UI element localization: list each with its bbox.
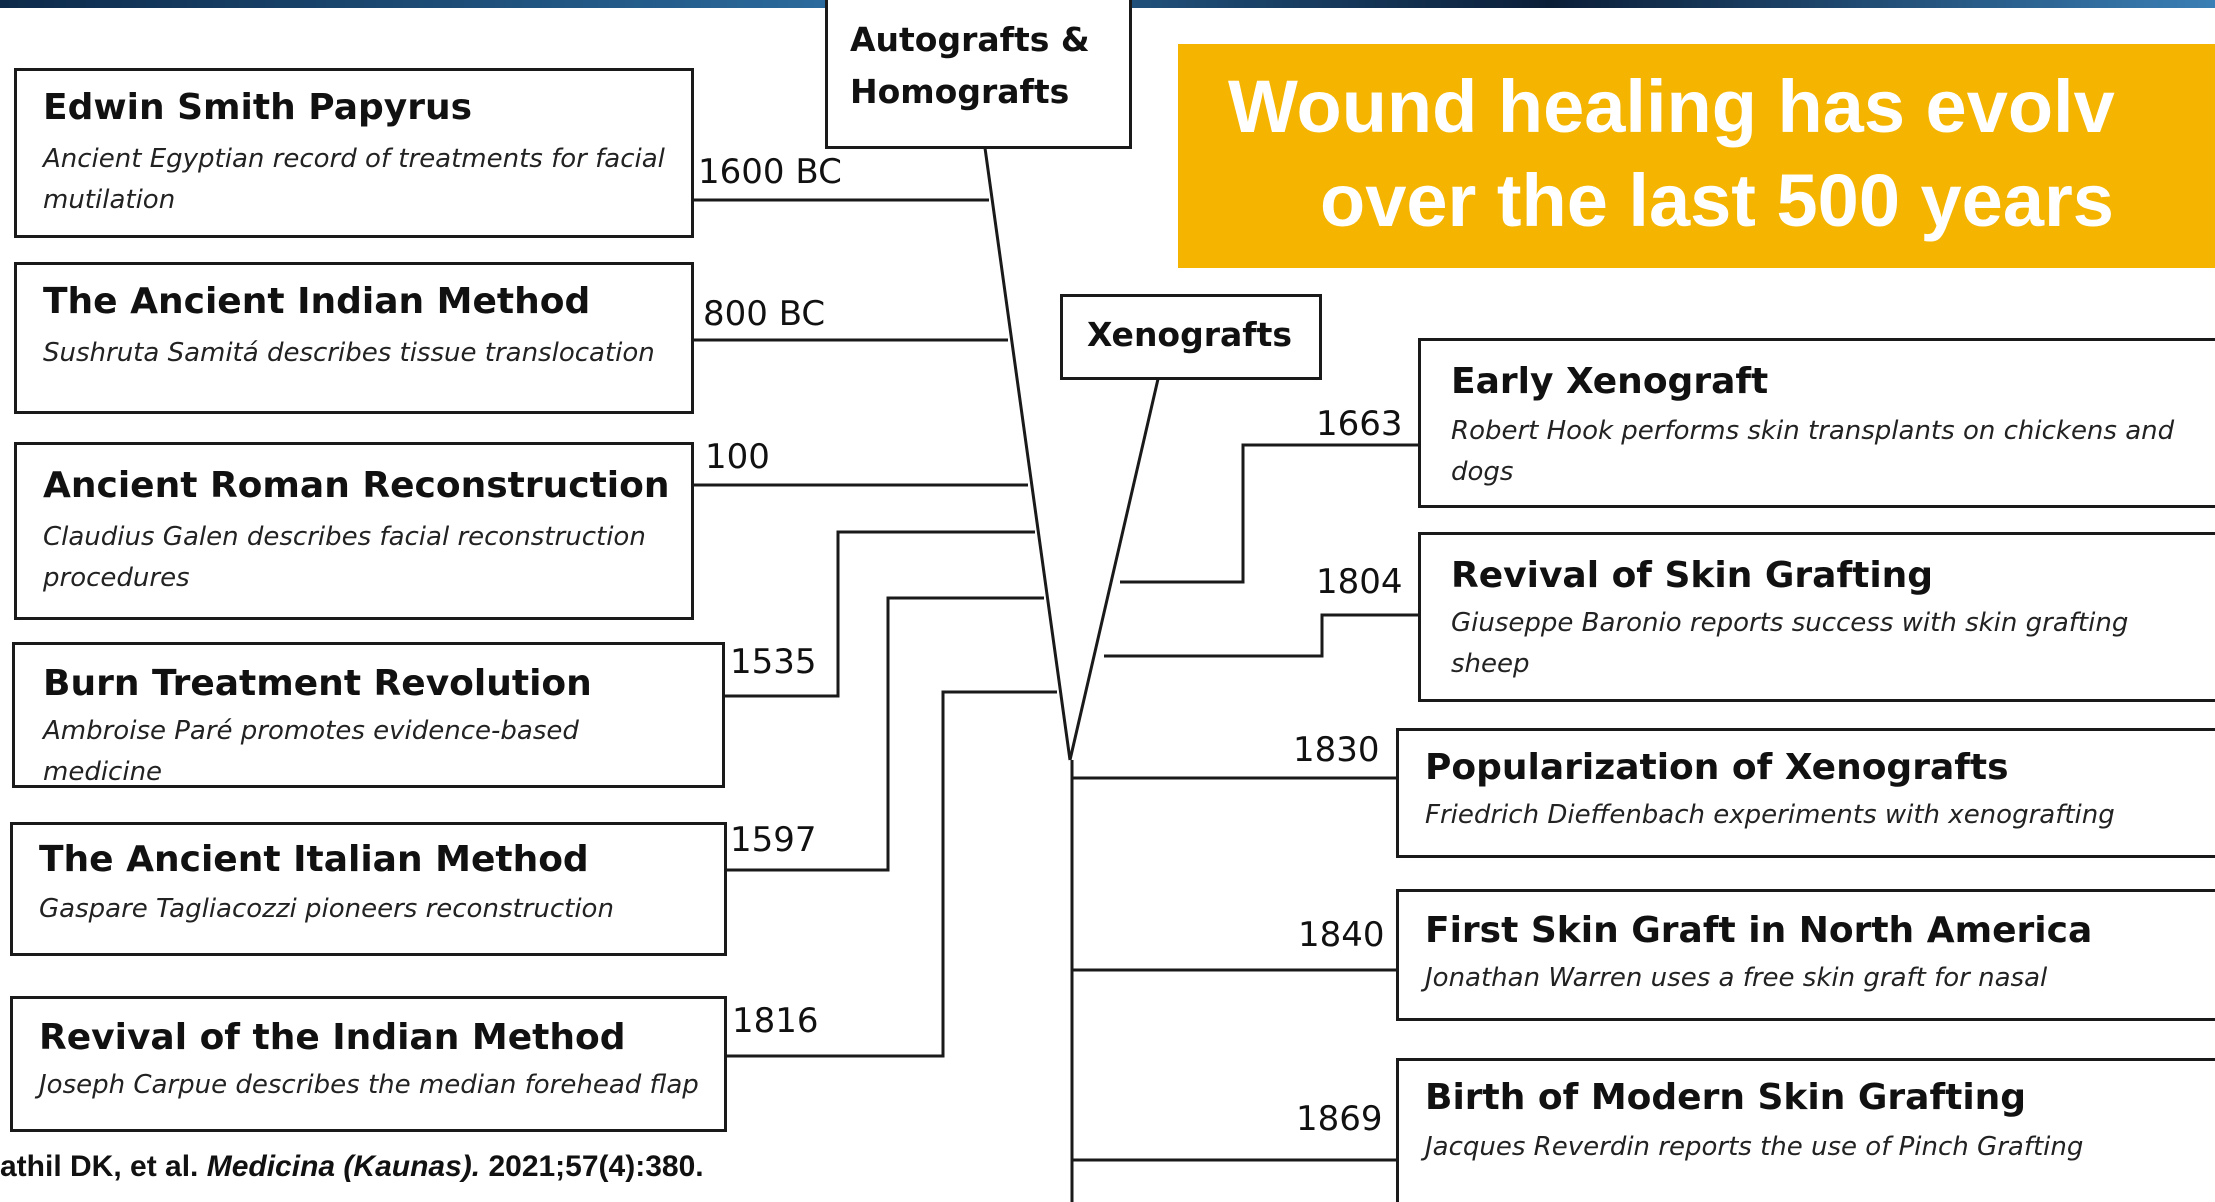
event-year-label: 1840 (1298, 915, 1385, 955)
header-xenografts-label: Xenografts (1087, 309, 1295, 361)
event-title: Revival of Skin Grafting (1451, 555, 1933, 596)
event-year-label: 1816 (732, 1001, 819, 1041)
event-card-revival-indian-method: Revival of the Indian Method Joseph Carp… (10, 996, 727, 1132)
event-year-label: 1597 (730, 820, 817, 860)
event-title: Edwin Smith Papyrus (43, 87, 472, 128)
event-year-label: 1830 (1293, 730, 1380, 770)
event-description: Jacques Reverdin reports the use of Pinc… (1425, 1127, 2195, 1168)
event-card-ancient-roman-reconstruction: Ancient Roman Reconstruction Claudius Ga… (14, 442, 694, 620)
event-title: Revival of the Indian Method (39, 1017, 625, 1058)
event-description: Joseph Carpue describes the median foreh… (39, 1065, 704, 1106)
event-card-popularization-xenografts: Popularization of Xenografts Friedrich D… (1396, 728, 2215, 858)
event-year-label: 1663 (1316, 404, 1403, 444)
event-card-edwin-smith-papyrus: Edwin Smith Papyrus Ancient Egyptian rec… (14, 68, 694, 238)
event-description: Friedrich Dieffenbach experiments with x… (1425, 795, 2195, 836)
event-title: First Skin Graft in North America (1425, 910, 2092, 951)
header-autografts-homografts: Autografts & Homografts (825, 0, 1132, 149)
event-card-ancient-italian-method: The Ancient Italian Method Gaspare Tagli… (10, 822, 727, 956)
header-xenografts: Xenografts (1060, 294, 1322, 380)
event-title: The Ancient Indian Method (43, 281, 590, 322)
connector-1804 (1104, 615, 1418, 656)
event-title: Ancient Roman Reconstruction (43, 465, 669, 506)
banner-title-line1: Wound healing has evolv (1228, 64, 2115, 149)
citation-authors: athil DK, et al. (0, 1150, 207, 1183)
event-card-revival-skin-grafting: Revival of Skin Grafting Giuseppe Baroni… (1418, 532, 2215, 702)
event-card-ancient-indian-method: The Ancient Indian Method Sushruta Samit… (14, 262, 694, 414)
event-card-early-xenograft: Early Xenograft Robert Hook performs ski… (1418, 338, 2215, 508)
event-year-label: 1804 (1316, 562, 1403, 602)
xenografts-trunk-line (1070, 379, 1158, 760)
event-description: Gaspare Tagliacozzi pioneers reconstruct… (39, 889, 704, 930)
event-title: Early Xenograft (1451, 361, 1768, 402)
event-description: Jonathan Warren uses a free skin graft f… (1425, 958, 2195, 999)
banner-title-line2: over the last 500 years (1320, 158, 2114, 243)
event-description: Robert Hook performs skin transplants on… (1451, 411, 2195, 493)
event-description: Ambroise Paré promotes evidence-based me… (43, 711, 702, 793)
event-title: Burn Treatment Revolution (43, 663, 592, 704)
event-description: Giuseppe Baronio reports success with sk… (1451, 603, 2195, 685)
event-year-label: 800 BC (703, 294, 825, 334)
header-autografts-line2: Homografts (850, 66, 1107, 118)
event-description: Ancient Egyptian record of treatments fo… (43, 139, 671, 221)
event-title: Birth of Modern Skin Grafting (1425, 1077, 2026, 1118)
event-title: Popularization of Xenografts (1425, 747, 2009, 788)
title-banner: Wound healing has evolv over the last 50… (1178, 44, 2215, 268)
event-year-label: 100 (705, 437, 770, 477)
event-card-burn-treatment-revolution: Burn Treatment Revolution Ambroise Paré … (12, 642, 725, 788)
event-year-label: 1869 (1296, 1099, 1383, 1139)
event-description: Claudius Galen describes facial reconstr… (43, 517, 671, 599)
event-year-label: 1600 BC (698, 152, 842, 192)
event-card-birth-modern-skin-grafting: Birth of Modern Skin Grafting Jacques Re… (1396, 1058, 2215, 1202)
event-description: Sushruta Samitá describes tissue translo… (43, 333, 671, 374)
event-card-first-skin-graft-north-america: First Skin Graft in North America Jonath… (1396, 889, 2215, 1021)
event-title: The Ancient Italian Method (39, 839, 589, 880)
citation-volume: 2021;57(4):380. (480, 1150, 703, 1183)
citation-journal: Medicina (Kaunas). (207, 1150, 480, 1183)
citation: athil DK, et al. Medicina (Kaunas). 2021… (0, 1150, 704, 1184)
autografts-trunk-line (985, 148, 1070, 760)
event-year-label: 1535 (730, 642, 817, 682)
header-autografts-line1: Autografts & (850, 14, 1107, 66)
